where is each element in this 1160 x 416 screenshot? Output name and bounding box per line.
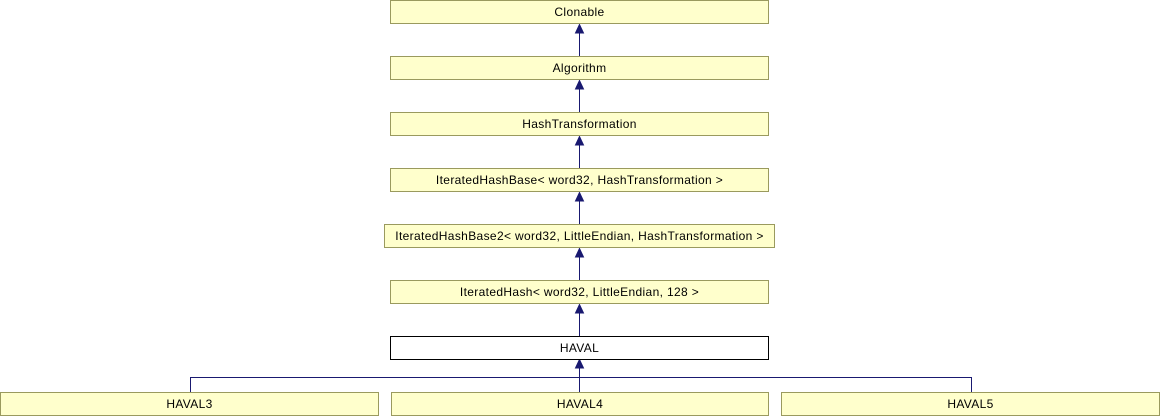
inheritance-arrow [574, 303, 585, 336]
inheritance-arrow [574, 135, 585, 168]
class-node-iteratedhashbase2[interactable]: IteratedHashBase2< word32, LittleEndian,… [384, 224, 775, 248]
class-node-haval4[interactable]: HAVAL4 [391, 392, 769, 416]
inheritance-arrow-fan [190, 358, 972, 392]
class-node-algorithm[interactable]: Algorithm [390, 56, 769, 80]
class-node-clonable[interactable]: Clonable [390, 0, 769, 24]
class-node-hashtransformation[interactable]: HashTransformation [390, 112, 769, 136]
inheritance-arrow [574, 79, 585, 112]
class-node-haval3[interactable]: HAVAL3 [0, 392, 379, 416]
inheritance-arrow [574, 191, 585, 224]
class-node-haval-current: HAVAL [390, 336, 769, 360]
class-node-iteratedhashbase[interactable]: IteratedHashBase< word32, HashTransforma… [390, 168, 769, 192]
inheritance-arrow [574, 247, 585, 280]
class-node-iteratedhash[interactable]: IteratedHash< word32, LittleEndian, 128 … [390, 280, 769, 304]
class-node-haval5[interactable]: HAVAL5 [781, 392, 1160, 416]
inheritance-arrow [574, 23, 585, 56]
